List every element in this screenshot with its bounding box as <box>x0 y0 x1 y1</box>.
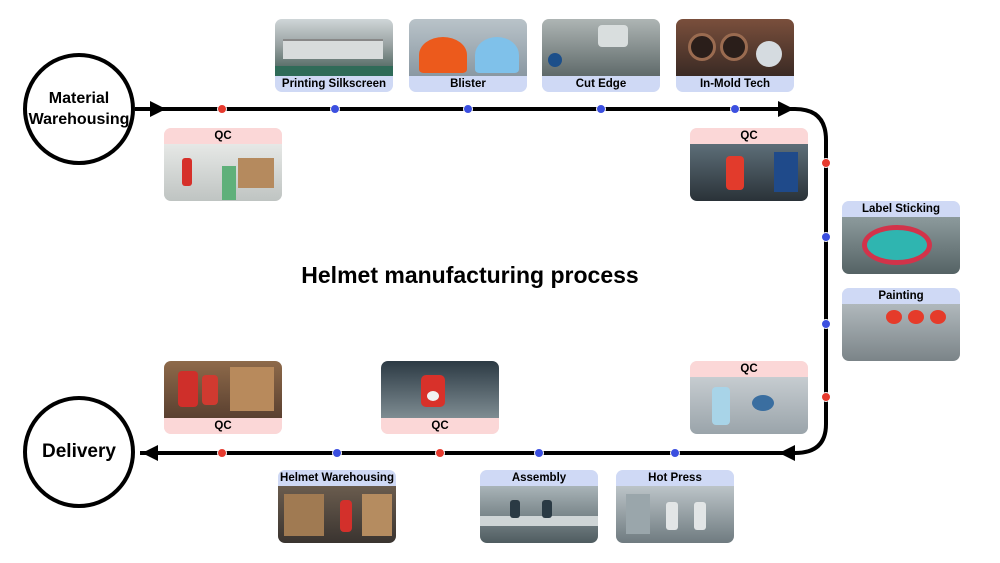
step-connector-dot <box>596 104 606 114</box>
step-assembly: Assembly <box>480 470 598 543</box>
printing-silkscreen-label: Printing Silkscreen <box>275 76 393 92</box>
label-sticking-photo <box>842 217 960 274</box>
step-connector-dot <box>330 104 340 114</box>
qc-connector-dot <box>217 104 227 114</box>
step-painting: Painting <box>842 288 960 361</box>
qc-station-5-photo <box>164 361 282 418</box>
qc-station-2-label: QC <box>690 128 808 144</box>
assembly-photo <box>480 486 598 543</box>
qc-station-5-label: QC <box>164 418 282 434</box>
qc-station-1: QC <box>164 128 282 201</box>
qc-connector-dot <box>217 448 227 458</box>
step-connector-dot <box>821 319 831 329</box>
arrow-head-end <box>142 445 158 461</box>
step-connector-dot <box>730 104 740 114</box>
label-sticking-label: Label Sticking <box>842 201 960 217</box>
start-node-label-line1: Material <box>48 90 110 107</box>
step-blister: Blister <box>409 19 527 92</box>
qc-station-3: QC <box>690 361 808 434</box>
qc-station-3-label: QC <box>690 361 808 377</box>
start-node-material-warehousing: Material Warehousing <box>23 53 135 165</box>
hot-press-label: Hot Press <box>616 470 734 486</box>
in-mold-tech-photo <box>676 19 794 76</box>
arrow-head-top-right <box>778 101 794 117</box>
qc-station-1-photo <box>164 144 282 201</box>
painting-photo <box>842 304 960 361</box>
step-printing-silkscreen: Printing Silkscreen <box>275 19 393 92</box>
qc-station-4-label: QC <box>381 418 499 434</box>
qc-connector-dot <box>821 158 831 168</box>
blister-label: Blister <box>409 76 527 92</box>
step-in-mold-tech: In-Mold Tech <box>676 19 794 92</box>
qc-station-2: QC <box>690 128 808 201</box>
qc-station-4: QC <box>381 361 499 434</box>
step-connector-dot <box>821 232 831 242</box>
arrow-head-bottom-right <box>779 445 795 461</box>
qc-connector-dot <box>435 448 445 458</box>
hot-press-photo <box>616 486 734 543</box>
cut-edge-label: Cut Edge <box>542 76 660 92</box>
step-connector-dot <box>670 448 680 458</box>
qc-station-4-photo <box>381 361 499 418</box>
step-connector-dot <box>332 448 342 458</box>
painting-label: Painting <box>842 288 960 304</box>
start-node-label-line2: Warehousing <box>28 111 130 128</box>
cut-edge-photo <box>542 19 660 76</box>
step-connector-dot <box>463 104 473 114</box>
qc-station-5: QC <box>164 361 282 434</box>
qc-station-2-photo <box>690 144 808 201</box>
helmet-warehousing-photo <box>278 486 396 543</box>
helmet-warehousing-label: Helmet Warehousing <box>278 470 396 486</box>
arrow-head-start <box>150 101 166 117</box>
in-mold-tech-label: In-Mold Tech <box>676 76 794 92</box>
blister-photo <box>409 19 527 76</box>
qc-station-1-label: QC <box>164 128 282 144</box>
step-connector-dot <box>534 448 544 458</box>
step-helmet-warehousing: Helmet Warehousing <box>278 470 396 543</box>
step-hot-press: Hot Press <box>616 470 734 543</box>
step-cut-edge: Cut Edge <box>542 19 660 92</box>
assembly-label: Assembly <box>480 470 598 486</box>
step-label-sticking: Label Sticking <box>842 201 960 274</box>
flow-line <box>135 107 828 455</box>
diagram-title: Helmet manufacturing process <box>301 262 639 288</box>
printing-silkscreen-photo <box>275 19 393 76</box>
qc-station-3-photo <box>690 377 808 434</box>
end-node-label: Delivery <box>42 441 116 462</box>
qc-connector-dot <box>821 392 831 402</box>
end-node-delivery: Delivery <box>23 396 135 508</box>
